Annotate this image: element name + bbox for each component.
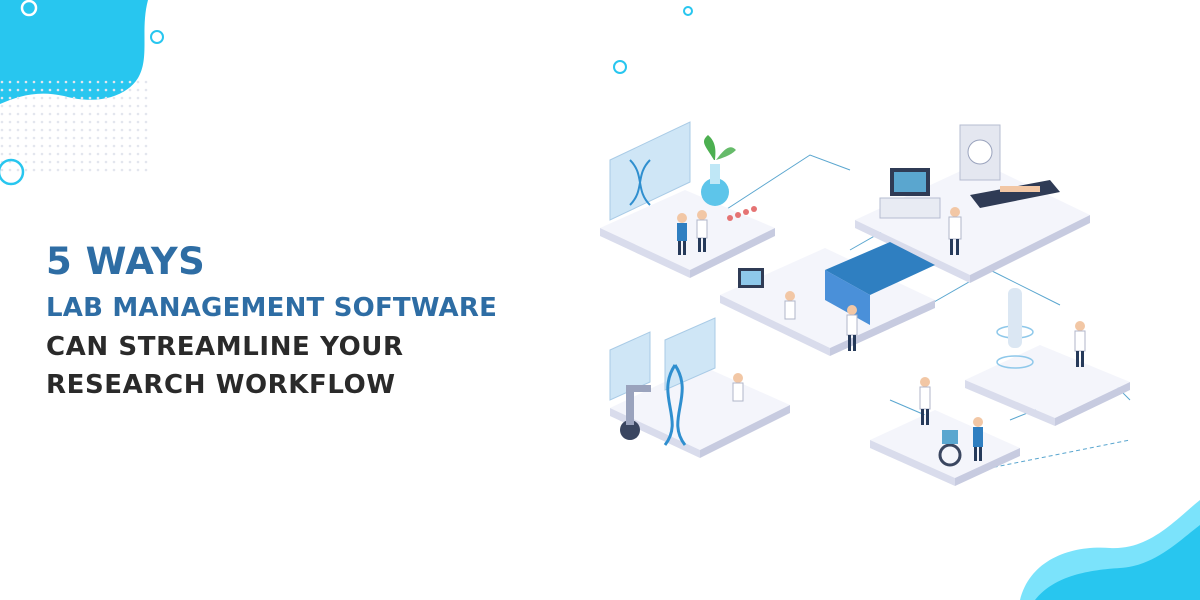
plant-sprout-icon [703, 135, 716, 160]
ring-decoration [150, 30, 164, 44]
dna-helix-icon [629, 159, 651, 206]
platform-reception [720, 242, 935, 356]
bottom-right-blob [1035, 525, 1200, 600]
ring-decoration [613, 60, 627, 74]
platform-patient-care [870, 377, 1020, 486]
robotic-arm-icon [620, 385, 651, 440]
lab-illustration [600, 121, 1131, 486]
headline-line-4: RESEARCH WORKFLOW [46, 370, 396, 400]
scientist-icon [732, 373, 744, 402]
platform-research [600, 121, 775, 278]
headline-line-3: CAN STREAMLINE YOUR [46, 332, 404, 362]
wheelchair-icon [938, 430, 962, 467]
ring-decoration [20, 0, 38, 17]
computer-monitor-icon [879, 168, 941, 219]
scientist-icon [677, 210, 708, 255]
headline-subject: LAB MANAGEMENT SOFTWARE [46, 293, 498, 323]
platform-imaging [855, 124, 1090, 283]
scientist-icon [1074, 321, 1086, 367]
platform-automation [609, 317, 790, 458]
dot-pattern [0, 80, 150, 172]
platform-diagnostics [965, 288, 1130, 426]
ring-decoration [0, 158, 25, 186]
scientist-icon [784, 291, 858, 351]
headline-count: 5 WAYS [46, 240, 206, 283]
dna-helix-icon [663, 364, 687, 446]
mri-scanner-icon [959, 124, 1060, 208]
scientist-icon [948, 207, 962, 255]
headline: 5 WAYS LAB MANAGEMENT SOFTWARE CAN STREA… [46, 236, 566, 404]
microscope-icon [701, 135, 736, 206]
scientist-icon [919, 377, 983, 461]
ring-decoration [683, 6, 693, 16]
top-left-blob [0, 0, 148, 104]
